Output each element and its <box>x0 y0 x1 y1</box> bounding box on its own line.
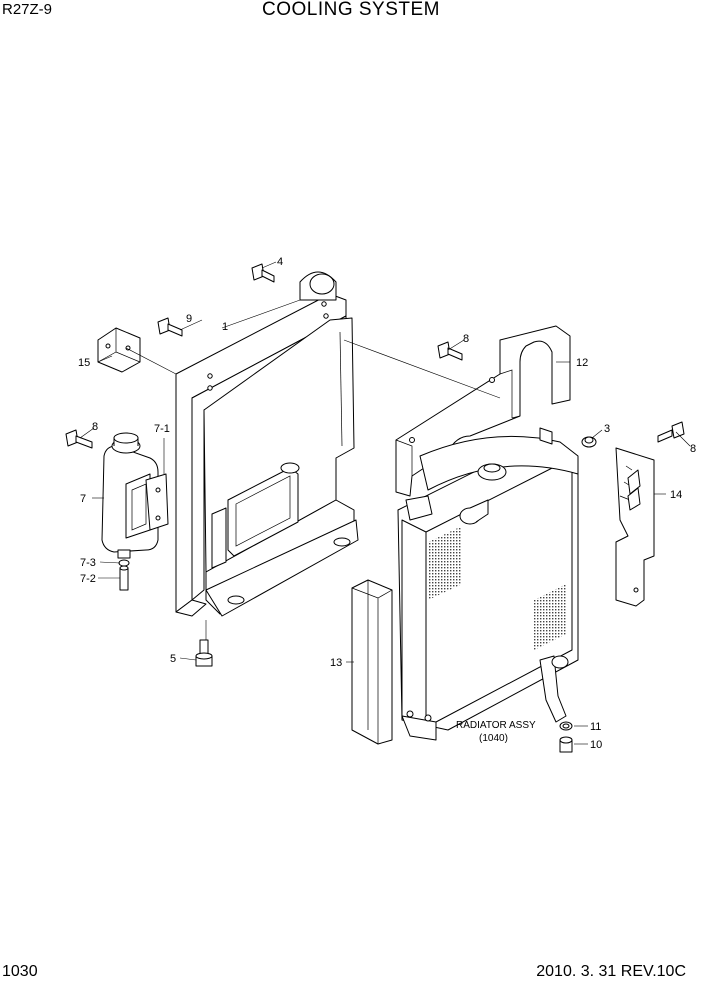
bolt-8-right <box>657 421 685 443</box>
model-code: R27Z-9 <box>2 1 53 18</box>
o-ring-7-3 <box>118 559 130 567</box>
callout-15: 15 <box>78 357 90 369</box>
reserve-tank <box>101 432 169 559</box>
callout-11: 11 <box>590 721 601 733</box>
callout-9: 9 <box>186 313 192 325</box>
cap-3 <box>581 436 597 448</box>
clamp-11 <box>559 721 573 731</box>
bolt-8-middle <box>437 341 463 361</box>
callout-7-3: 7-3 <box>80 557 96 569</box>
revision-info: 2010. 3. 31 REV.10C <box>536 963 686 980</box>
bolt-8-left <box>65 429 93 449</box>
seal-13 <box>351 579 393 745</box>
callout-10: 10 <box>590 739 602 751</box>
bolt-5 <box>195 639 213 667</box>
callout-8-right: 8 <box>690 443 696 455</box>
radiator-assy-label: RADIATOR ASSY <box>456 720 536 731</box>
side-plate-14 <box>615 447 655 607</box>
callout-12: 12 <box>576 357 588 369</box>
radiator-assy-ref: (1040) <box>479 733 508 744</box>
callout-14: 14 <box>670 489 682 501</box>
callout-13: 13 <box>330 657 342 669</box>
tube-7-2 <box>119 565 129 591</box>
callout-1: 1 <box>222 321 228 333</box>
callout-5: 5 <box>170 653 176 665</box>
callout-7-2: 7-2 <box>80 573 96 585</box>
callout-7-1: 7-1 <box>154 423 170 435</box>
page-number: 1030 <box>2 963 38 980</box>
radiator-assembly <box>397 427 579 741</box>
bolt-9 <box>157 317 183 337</box>
leader-lines <box>79 261 691 745</box>
shroud-frame <box>175 271 359 617</box>
callout-8-left: 8 <box>92 421 98 433</box>
callout-7: 7 <box>80 493 86 505</box>
page-title: COOLING SYSTEM <box>261 0 441 20</box>
callout-3: 3 <box>604 423 610 435</box>
bolt-4 <box>251 263 275 283</box>
callout-4: 4 <box>277 256 283 268</box>
bolt-10 <box>559 736 573 753</box>
bracket-15 <box>97 327 141 373</box>
callout-8-middle: 8 <box>463 333 469 345</box>
